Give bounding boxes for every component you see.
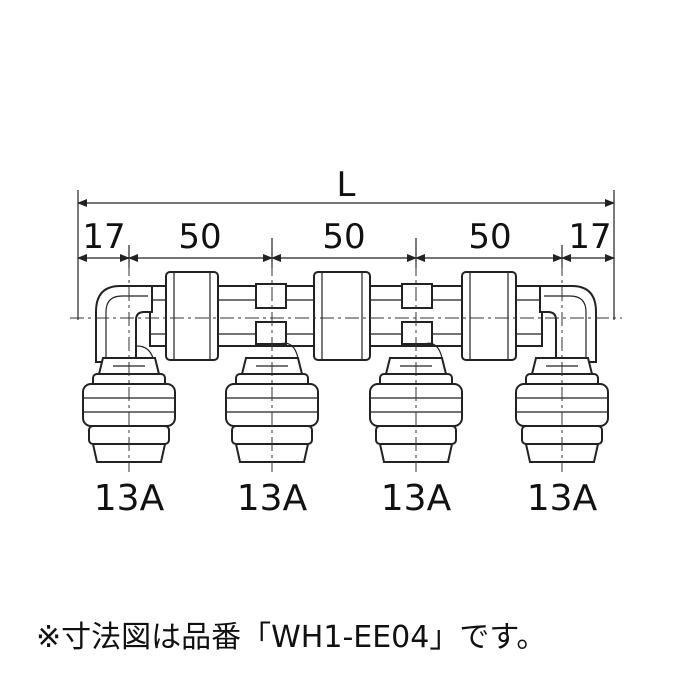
connector-3 xyxy=(369,342,463,463)
port-center-lines xyxy=(128,262,563,472)
dimension-lines xyxy=(77,190,615,320)
model-note: ※寸法図は品番「WH1-EE04」です。 xyxy=(36,620,547,655)
port-size-3: 13A xyxy=(381,478,452,519)
port-size-4: 13A xyxy=(527,478,598,519)
dimension-segment-1: 17 xyxy=(82,217,125,257)
port-size-labels: 13A 13A 13A 13A xyxy=(94,478,598,519)
dimension-labels: L 17 50 50 50 17 xyxy=(82,165,611,257)
dimension-overall: L xyxy=(337,165,356,205)
port-size-1: 13A xyxy=(94,478,165,519)
dimension-segment-2: 50 xyxy=(178,217,221,257)
dimension-segment-5: 17 xyxy=(568,217,611,257)
header-body xyxy=(70,271,622,363)
dimension-segment-3: 50 xyxy=(322,217,365,257)
port-size-2: 13A xyxy=(237,478,308,519)
dimension-segment-4: 50 xyxy=(468,217,511,257)
